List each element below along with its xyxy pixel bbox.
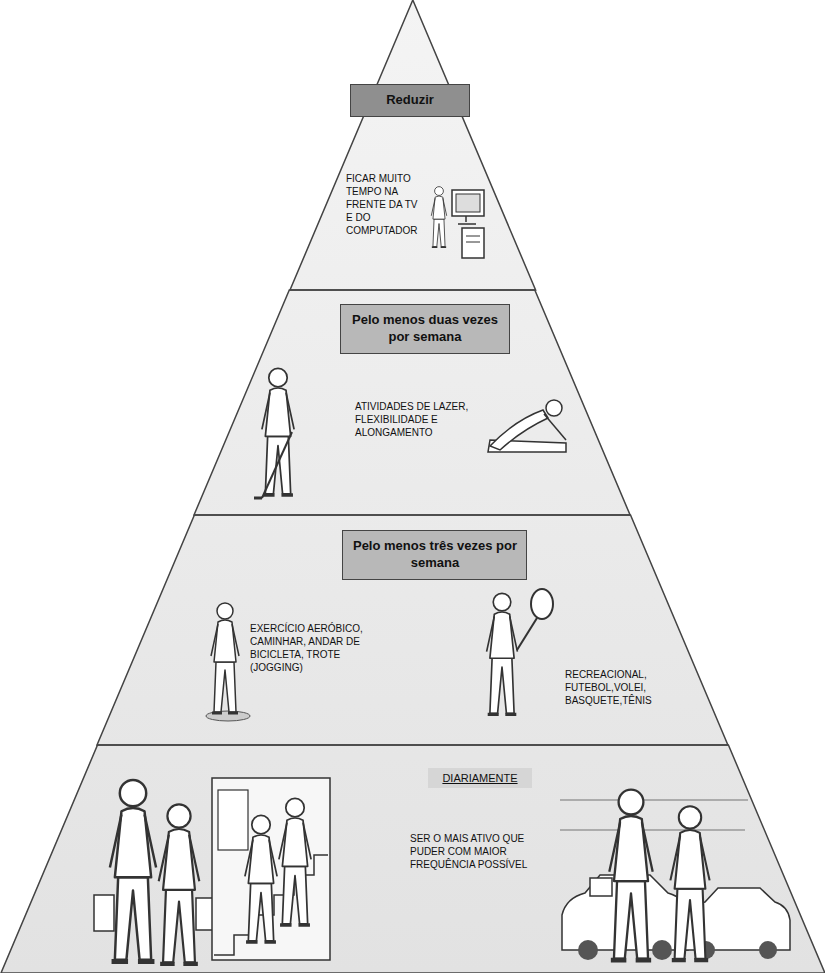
activity-text: ATIVIDADES DE LAZER, FLEXIBILIDADE E ALO… (355, 400, 480, 439)
frequency-box: Reduzir (350, 84, 470, 117)
activity-text: RECREACIONAL, FUTEBOL,VOLEI, BASQUETE,TÊ… (565, 668, 685, 707)
frequency-box: Pelo menos duas vezes por semana (340, 304, 510, 354)
pyramid-band: EXERCÍCIO AERÓBICO, CAMINHAR, ANDAR DE B… (97, 515, 728, 745)
pyramid-band: FICAR MUITO TEMPO NA FRENTE DA TV E DO C… (290, 0, 536, 290)
frequency-heading: DIARIAMENTE (428, 768, 532, 788)
frequency-box: Pelo menos três vezes por semana (342, 530, 527, 580)
frequency-heading: Reduzir (378, 92, 442, 109)
pyramid-band: DIARIAMENTE SER O MAIS ATIVO QUE PUDER CO… (1, 745, 825, 973)
frequency-heading: Pelo menos três vezes por semana (343, 538, 526, 572)
pyramid-band: ATIVIDADES DE LAZER, FLEXIBILIDADE E ALO… (194, 290, 630, 515)
activity-text: EXERCÍCIO AERÓBICO, CAMINHAR, ANDAR DE B… (250, 622, 390, 674)
frequency-heading: Pelo menos duas vezes por semana (341, 312, 509, 346)
band-outline (290, 0, 536, 290)
activity-text: FICAR MUITO TEMPO NA FRENTE DA TV E DO C… (346, 172, 426, 237)
activity-text: SER O MAIS ATIVO QUE PUDER COM MAIOR FRE… (410, 832, 550, 871)
